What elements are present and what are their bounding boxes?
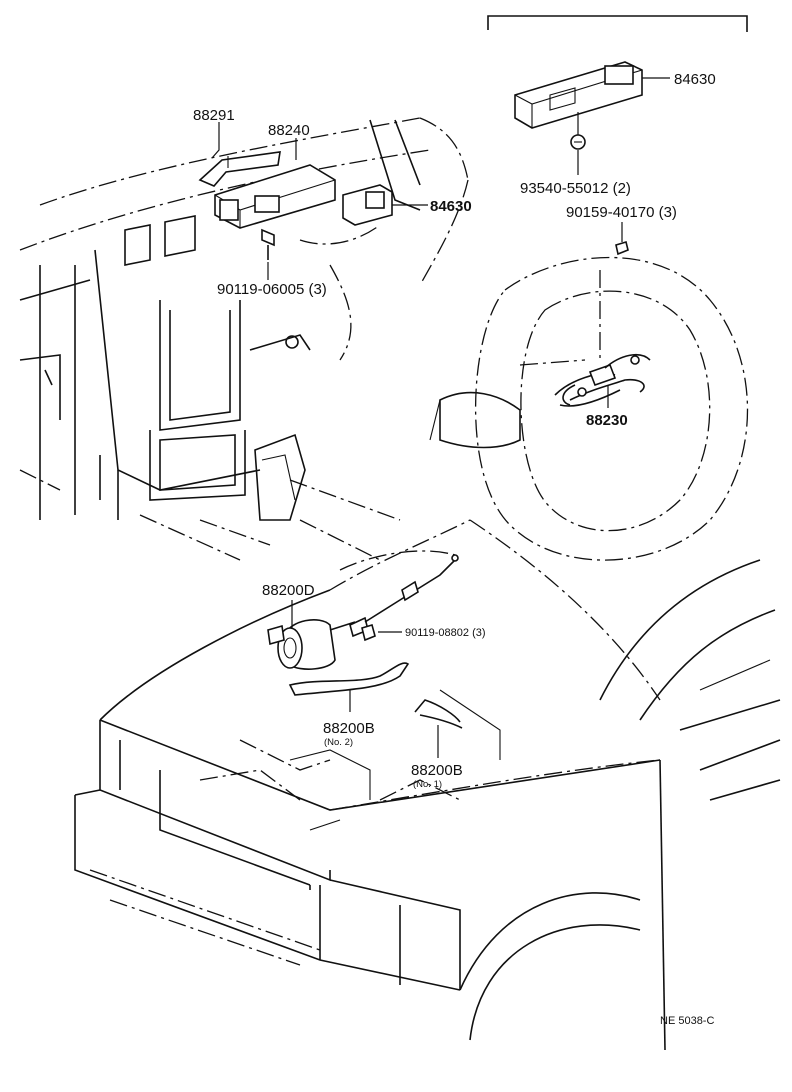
label-84630-right: 84630: [674, 71, 716, 88]
clip-93540-55012: [570, 134, 586, 150]
actuator-88200D: [267, 554, 459, 670]
label-90159-40170: 90159-40170 (3): [566, 204, 677, 221]
harness-88230: [562, 353, 651, 406]
label-88200D: 88200D: [262, 582, 315, 599]
label-88200B-no2: 88200B: [323, 720, 375, 737]
leader-lines: [211, 77, 670, 758]
bolt-90119-06005: [261, 228, 275, 260]
label-88200B-no1: 88200B: [411, 762, 463, 779]
label-88200B-no1-sub: (No. 1): [413, 779, 442, 790]
label-88291: 88291: [193, 107, 235, 124]
label-90119-06005: 90119-06005 (3): [217, 281, 327, 298]
car-body-drawing: [74, 519, 781, 1051]
part-labels: 88291 88240 84630 90119-06005 (3) 84630 …: [193, 71, 716, 1027]
label-88230: 88230: [586, 412, 628, 429]
cable-88200B-no2: [288, 662, 410, 696]
label-84630-left: 84630: [430, 198, 472, 215]
cruise-computer-88240: [214, 164, 336, 229]
cable-88200B-no1: [414, 699, 463, 729]
switch-84630-right: [514, 61, 643, 129]
label-93540-55012: 93540-55012 (2): [520, 180, 631, 197]
dashboard-drawing: [19, 117, 469, 561]
label-90119-08802: 90119-08802 (3): [405, 627, 486, 639]
screw-90159-40170: [615, 240, 629, 256]
label-88200B-no2-sub: (No. 2): [324, 737, 353, 748]
bracket-88291: [198, 151, 281, 187]
steering-wheel-drawing: [429, 256, 749, 561]
switch-84630-left: [342, 184, 393, 226]
label-88240: 88240: [268, 122, 310, 139]
drawing-code: NE 5038-C: [660, 1015, 714, 1027]
nut-90119-08802: [361, 623, 376, 642]
switch-detail-frame: [487, 15, 748, 32]
